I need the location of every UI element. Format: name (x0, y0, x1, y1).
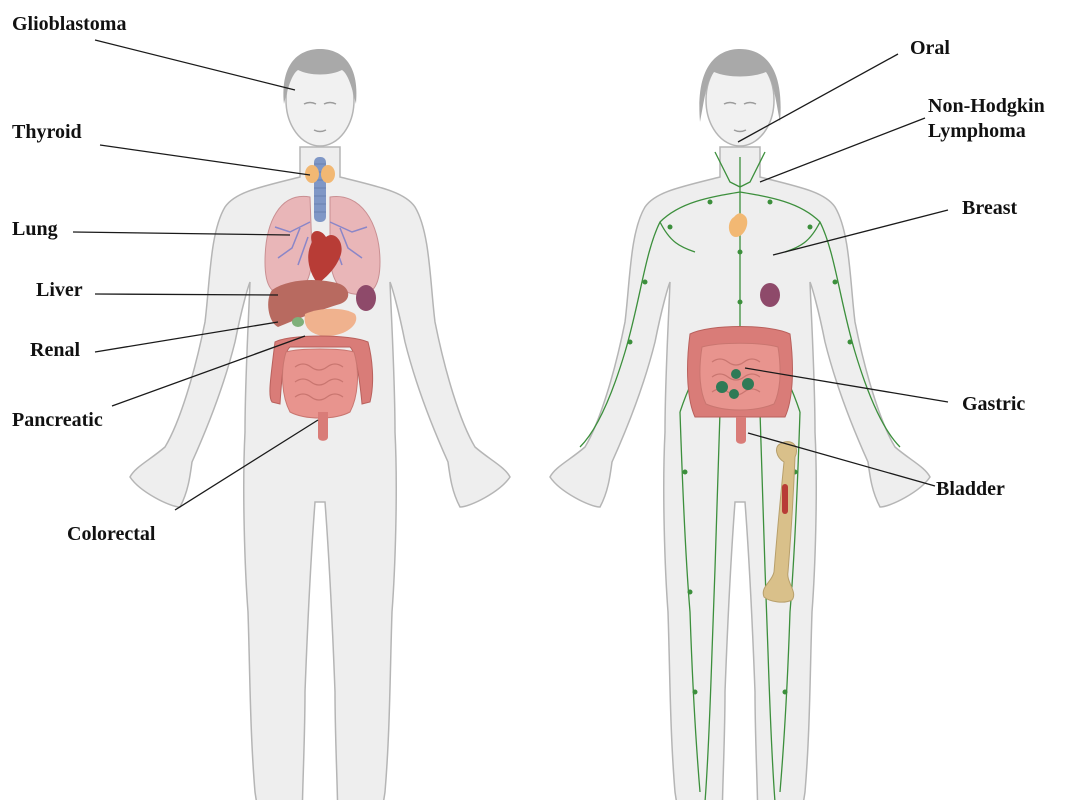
label-non-hodgkin-line2: Lymphoma (928, 120, 1026, 142)
kidney (356, 285, 376, 311)
label-renal: Renal (30, 339, 80, 361)
label-gastric: Gastric (962, 393, 1025, 415)
right-figure (550, 49, 930, 800)
label-lung: Lung (12, 218, 58, 240)
label-non-hodgkin-line1: Non-Hodgkin (928, 95, 1045, 117)
leader-non-hodgkin (760, 118, 925, 182)
label-colorectal: Colorectal (67, 523, 156, 545)
label-pancreatic: Pancreatic (12, 409, 103, 431)
label-glioblastoma: Glioblastoma (12, 13, 126, 35)
label-bladder: Bladder (936, 478, 1005, 500)
small-intestine (283, 349, 358, 418)
spleen (760, 283, 780, 307)
label-liver: Liver (36, 279, 83, 301)
bone-marrow (782, 484, 788, 514)
gallbladder (292, 317, 304, 327)
left-figure (130, 49, 510, 800)
rectum (318, 412, 328, 441)
label-thyroid: Thyroid (12, 121, 82, 143)
label-oral: Oral (910, 37, 950, 59)
leader-thyroid (100, 145, 310, 175)
leader-glioblastoma (95, 40, 295, 90)
thyroid-right-lobe (321, 165, 335, 183)
label-breast: Breast (962, 197, 1017, 219)
rectum (736, 417, 746, 444)
